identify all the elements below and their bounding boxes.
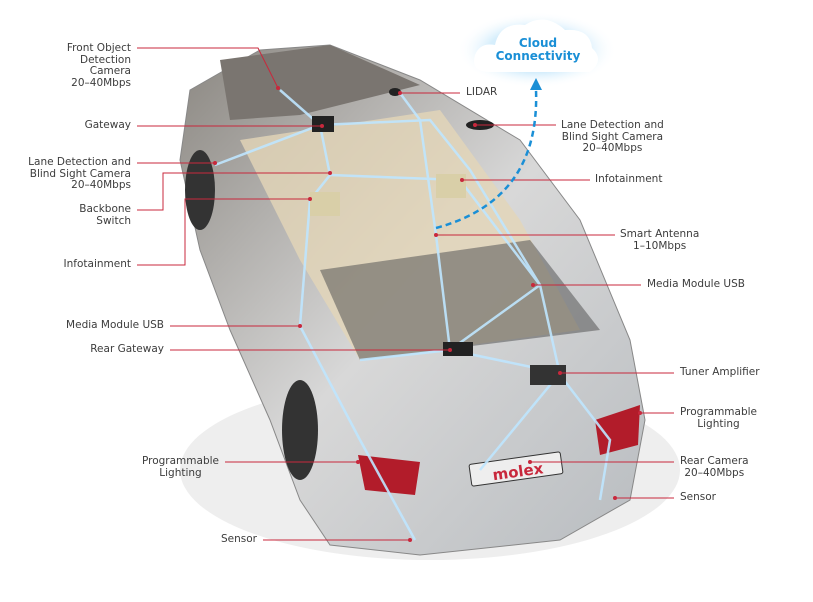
- label-lidar: LIDAR: [466, 86, 498, 98]
- tail-light-left: [358, 455, 420, 495]
- label-gateway: Gateway: [84, 119, 131, 131]
- label-front-object-camera: Front Object Detection Camera 20–40Mbps: [66, 42, 131, 89]
- arrow-head-icon: [530, 78, 542, 90]
- leader-lines: [137, 47, 674, 541]
- license-plate: [468, 451, 564, 487]
- cloud-connectivity-label: Cloud Connectivity: [495, 36, 581, 63]
- label-media-module-usb-right: Media Module USB: [647, 278, 745, 290]
- label-sensor-left: Sensor: [221, 533, 257, 545]
- label-lane-detection-left: Lane Detection and Blind Sight Camera 20…: [28, 156, 131, 191]
- devices: [310, 88, 566, 385]
- label-lane-detection-right: Lane Detection and Blind Sight Camera 20…: [561, 119, 664, 154]
- connector-dots: [213, 86, 642, 542]
- label-infotainment-right: Infotainment: [595, 173, 663, 185]
- label-media-module-usb-left: Media Module USB: [66, 319, 164, 331]
- label-infotainment-left: Infotainment: [63, 258, 131, 270]
- tail-light-right: [595, 405, 640, 455]
- wheel-rear-left: [282, 380, 318, 480]
- wheel-front-left: [185, 150, 215, 230]
- label-programmable-lighting-left: Programmable Lighting: [141, 455, 219, 479]
- label-rear-gateway: Rear Gateway: [90, 343, 164, 355]
- cloud-icon: [474, 19, 599, 73]
- label-rear-camera: Rear Camera 20–40Mbps: [680, 455, 749, 479]
- cloud-uplink-arrow: [435, 89, 538, 230]
- car-roof: [220, 45, 420, 120]
- label-tuner-amplifier: Tuner Amplifier: [680, 366, 760, 378]
- label-programmable-lighting-right: Programmable Lighting: [680, 406, 758, 430]
- label-smart-antenna: Smart Antenna 1–10Mbps: [620, 228, 700, 252]
- label-sensor-right: Sensor: [680, 491, 716, 503]
- label-backbone-switch: Backbone Switch: [79, 203, 131, 227]
